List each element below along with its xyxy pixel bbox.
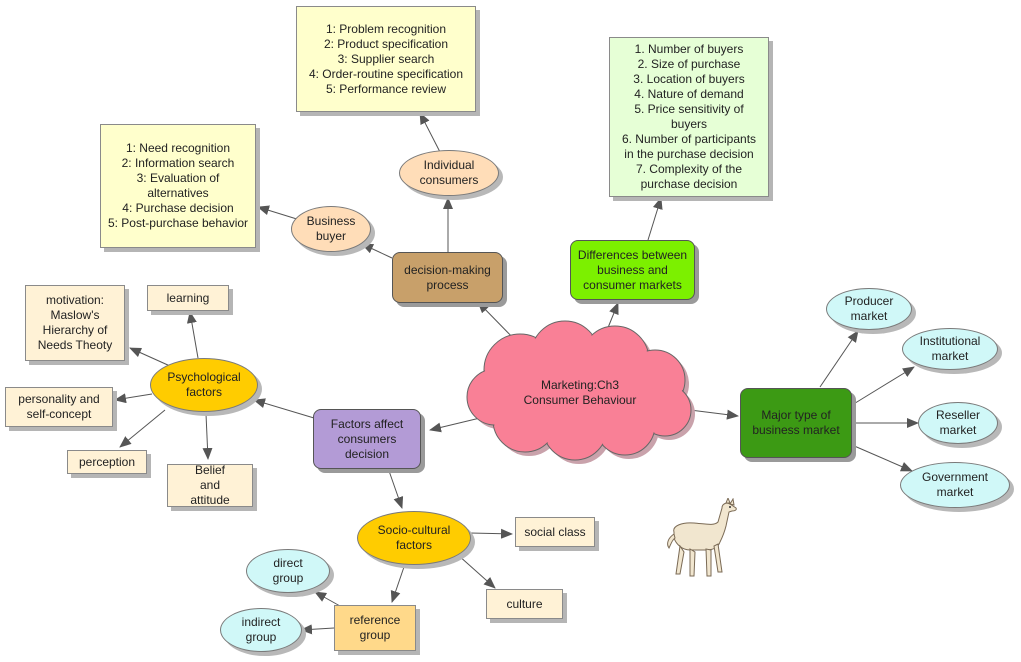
consumer-step-1: 1: Need recognition xyxy=(125,141,231,155)
belief-attitude-node[interactable]: Belief and attitude xyxy=(167,463,253,507)
differences-node[interactable]: Differences between business and consume… xyxy=(570,240,695,300)
link-center-major xyxy=(689,409,739,420)
psychological-factors-label: Psychological factors xyxy=(167,370,241,399)
differences-list-box[interactable]: 1. Number of buyers 2. Size of purchase … xyxy=(609,37,769,197)
business-buyer-label: Business buyer xyxy=(306,214,356,243)
consumer-step-5: 5: Post-purchase behavior xyxy=(107,216,249,230)
reseller-market-node[interactable]: Reseller market xyxy=(918,402,998,444)
factors-affect-node[interactable]: Factors affect consumers decision xyxy=(313,409,421,469)
link-decision-business xyxy=(361,243,393,259)
llama-illustration xyxy=(667,498,737,577)
major-type-label: Major type of business market xyxy=(752,408,840,437)
socio-cultural-node[interactable]: Socio-cultural factors xyxy=(357,511,471,565)
difference-1: 1. Number of buyers xyxy=(634,42,744,56)
socio-cultural-label: Socio-cultural factors xyxy=(377,523,451,552)
link-socio-culture xyxy=(457,554,496,589)
business-step-3: 3: Supplier search xyxy=(337,51,435,66)
government-market-label: Government market xyxy=(921,470,989,499)
individual-consumers-node[interactable]: Individual consumers xyxy=(399,150,499,196)
social-class-node[interactable]: social class xyxy=(515,517,595,547)
business-buying-steps-box[interactable]: 1: Problem recognition 2: Product specif… xyxy=(296,6,476,112)
difference-6b: in the purchase decision xyxy=(624,147,754,161)
indirect-group-label: indirect group xyxy=(241,615,281,644)
psychological-factors-node[interactable]: Psychological factors xyxy=(150,358,258,412)
consumer-step-3b: alternatives xyxy=(147,186,209,200)
central-topic-line2: Consumer Behaviour xyxy=(523,393,637,407)
link-psych-learning xyxy=(186,311,199,359)
business-step-1: 1: Problem recognition xyxy=(325,21,447,36)
link-factors-psych xyxy=(253,398,315,419)
government-market-node[interactable]: Government market xyxy=(900,462,1010,508)
personality-label: personality and self-concept xyxy=(18,392,100,421)
direct-group-node[interactable]: direct group xyxy=(246,549,330,593)
difference-7b: purchase decision xyxy=(640,177,738,191)
culture-node[interactable]: culture xyxy=(486,589,563,619)
consumer-decision-steps-box[interactable]: 1: Need recognition 2: Information searc… xyxy=(100,124,256,248)
link-psych-perception xyxy=(119,409,166,448)
link-psych-motivation xyxy=(129,347,171,367)
institutional-market-label: Institutional market xyxy=(919,334,981,363)
perception-node[interactable]: perception xyxy=(67,450,147,474)
individual-consumers-label: Individual consumers xyxy=(419,158,479,187)
central-topic[interactable]: Marketing:Ch3 Consumer Behaviour xyxy=(500,376,660,410)
personality-node[interactable]: personality and self-concept xyxy=(5,387,113,427)
decision-making-label: decision-making process xyxy=(404,262,491,292)
difference-5b: buyers xyxy=(670,117,708,131)
differences-label: Differences between business and consume… xyxy=(577,247,688,292)
reference-group-node[interactable]: reference group xyxy=(334,605,416,651)
difference-4: 4. Nature of demand xyxy=(634,87,744,101)
business-buyer-node[interactable]: Business buyer xyxy=(291,206,371,252)
link-differences-list xyxy=(647,197,663,241)
link-psych-belief xyxy=(202,413,213,460)
link-individual-list xyxy=(419,112,441,153)
motivation-label: motivation: Maslow's Hierarchy of Needs … xyxy=(37,293,113,352)
producer-market-label: Producer market xyxy=(844,294,894,323)
reseller-market-label: Reseller market xyxy=(935,408,980,437)
difference-7: 7. Complexity of the xyxy=(635,162,743,176)
link-reference-direct xyxy=(314,591,341,607)
difference-3: 3. Location of buyers xyxy=(633,72,745,86)
link-socio-socialclass xyxy=(469,528,513,539)
link-factors-socio xyxy=(387,467,404,509)
business-step-4: 4: Order-routine specification xyxy=(308,66,464,81)
producer-market-node[interactable]: Producer market xyxy=(826,288,912,330)
link-major-producer xyxy=(819,330,859,388)
belief-attitude-label: Belief and attitude xyxy=(190,463,230,507)
link-business-list xyxy=(257,205,301,221)
decision-making-node[interactable]: decision-making process xyxy=(392,252,503,303)
difference-5: 5. Price sensitivity of xyxy=(634,102,744,116)
business-step-2: 2: Product specification xyxy=(323,36,449,51)
link-psych-personality xyxy=(114,393,153,404)
link-reference-indirect xyxy=(300,624,335,635)
difference-6: 6. Number of participants xyxy=(621,132,757,146)
direct-group-label: direct group xyxy=(272,556,304,585)
institutional-market-node[interactable]: Institutional market xyxy=(902,328,998,370)
major-type-node[interactable]: Major type of business market xyxy=(740,388,852,458)
central-cloud xyxy=(466,320,695,464)
factors-affect-label: Factors affect consumers decision xyxy=(330,416,404,461)
consumer-step-3: 3: Evaluation of xyxy=(136,171,220,185)
link-center-factors xyxy=(429,417,481,433)
link-major-government xyxy=(851,444,913,472)
culture-label: culture xyxy=(506,596,543,611)
perception-label: perception xyxy=(78,454,136,469)
consumer-step-2: 2: Information search xyxy=(121,156,235,170)
central-topic-line1: Marketing:Ch3 xyxy=(540,378,620,392)
learning-label: learning xyxy=(166,290,210,305)
learning-node[interactable]: learning xyxy=(147,285,229,311)
reference-group-label: reference group xyxy=(349,613,401,642)
business-step-5: 5: Performance review xyxy=(325,81,447,96)
motivation-node[interactable]: motivation: Maslow's Hierarchy of Needs … xyxy=(25,285,125,361)
consumer-step-4: 4: Purchase decision xyxy=(122,201,234,215)
difference-2: 2. Size of purchase xyxy=(637,57,741,71)
indirect-group-node[interactable]: indirect group xyxy=(220,608,302,652)
link-major-institutional xyxy=(851,366,915,406)
social-class-label: social class xyxy=(524,524,586,539)
link-socio-reference xyxy=(390,563,406,603)
